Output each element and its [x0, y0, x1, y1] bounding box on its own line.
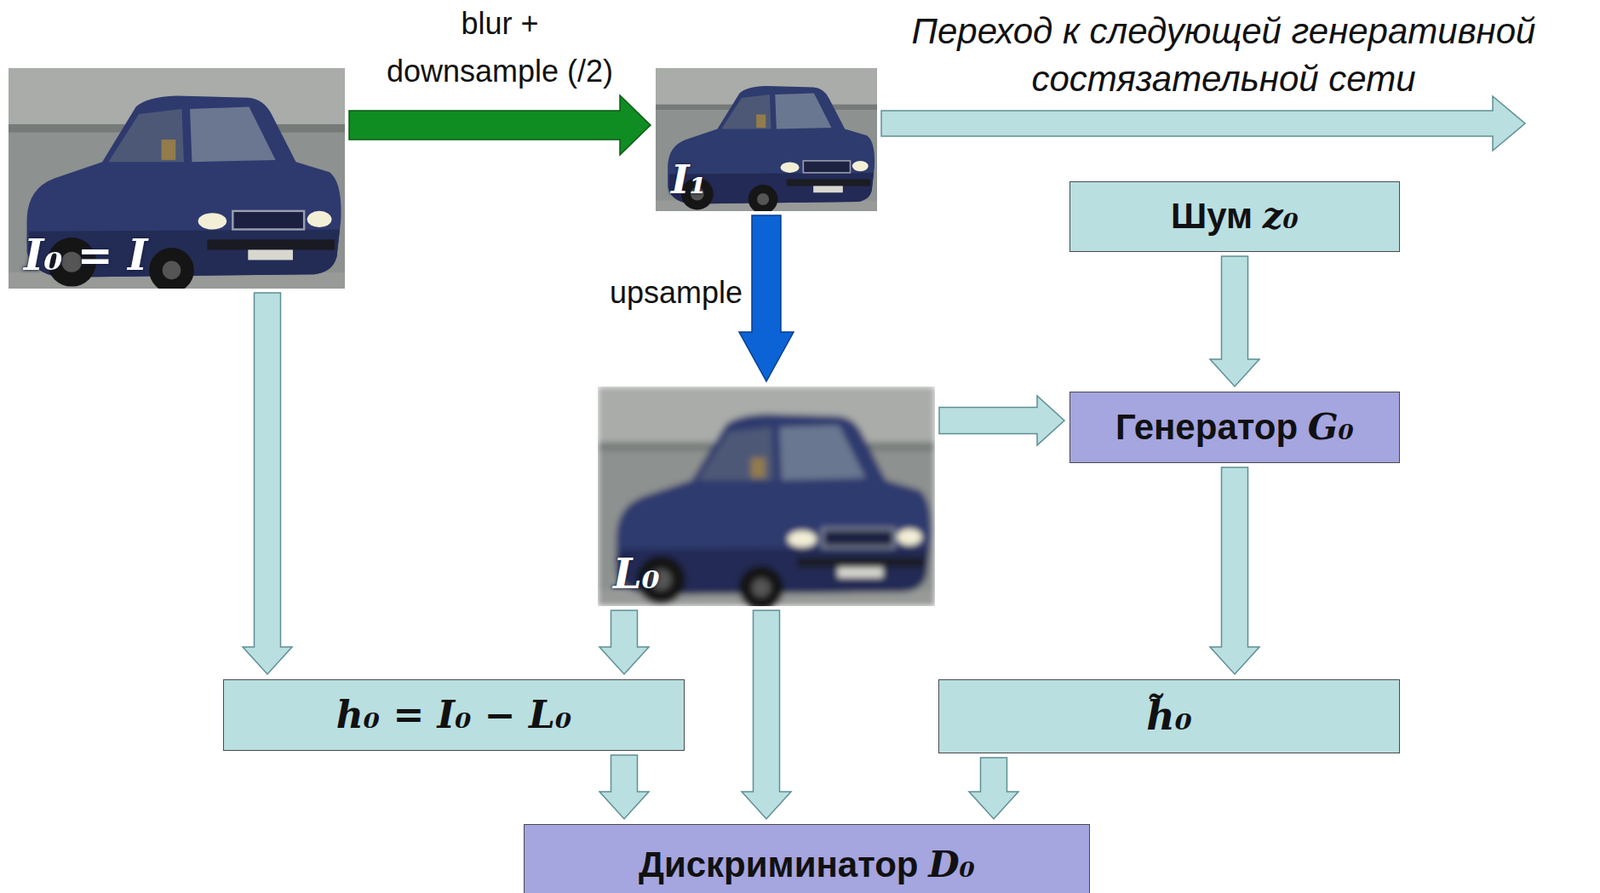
block-arrow — [969, 757, 1019, 820]
image-label: I₁ — [670, 156, 707, 203]
box-label: h̃₀ — [1146, 693, 1193, 740]
edge-label: blur + downsample (/2) — [380, 0, 620, 96]
car-photo — [8, 68, 345, 293]
residual-box: h̃₀ — [938, 679, 1400, 754]
math-symbol: h̃₀ — [1146, 693, 1193, 740]
note-label: Переход к следующей генеративной состяза… — [851, 7, 1596, 104]
box-label: h₀ = I₀ − L₀ — [336, 693, 572, 739]
image-frame: I₀ = I — [8, 68, 345, 289]
math-symbol: z₀ — [1262, 194, 1299, 237]
block-arrow — [349, 95, 651, 155]
image-frame: I₁ — [655, 68, 878, 212]
block-arrow — [739, 215, 794, 382]
block-arrow — [599, 610, 649, 675]
math-symbol: h₀ — [336, 693, 380, 737]
image-label: L₀ — [613, 550, 660, 598]
math-symbol: I₀ — [437, 693, 472, 737]
image-frame: L₀ — [597, 386, 935, 607]
block-arrow — [1210, 256, 1260, 387]
block-arrow — [741, 610, 792, 820]
block-arrow — [599, 755, 649, 820]
block-arrow — [1210, 467, 1260, 675]
box-label: Генератор G₀ — [1115, 406, 1354, 449]
block-arrow — [939, 395, 1065, 446]
block-arrow — [242, 292, 293, 675]
math-symbol: G₀ — [1307, 406, 1354, 448]
car-photo-blurred — [597, 386, 935, 611]
box-label: Дискриминатор D₀ — [638, 843, 975, 887]
edge-label: upsample — [609, 274, 743, 312]
residual-box: h₀ = I₀ − L₀ — [223, 679, 685, 752]
car-photo-small — [655, 68, 878, 214]
network-box: Дискриминатор D₀ — [523, 824, 1090, 893]
network-box: Генератор G₀ — [1069, 391, 1400, 464]
input-box: Шум z₀ — [1069, 181, 1400, 253]
image-label: I₀ = I — [23, 229, 148, 281]
box-label: Шум z₀ — [1170, 194, 1299, 238]
math-symbol: D₀ — [928, 843, 975, 886]
math-symbol: L₀ — [528, 693, 572, 737]
next-stage-arrow — [881, 96, 1526, 151]
